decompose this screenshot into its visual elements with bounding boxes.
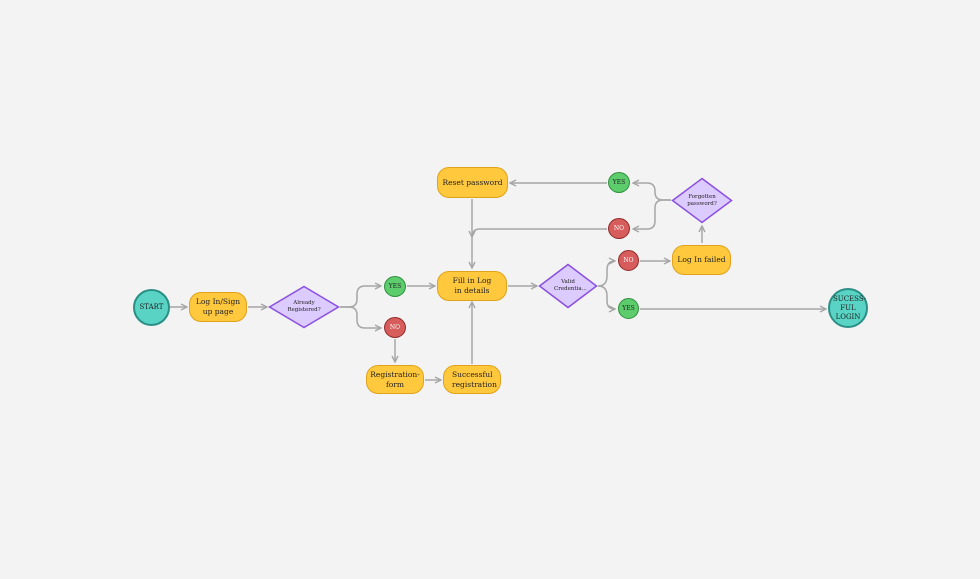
- successful-registration-label: Successful registration: [452, 369, 497, 389]
- successful-registration-node: Successful registration: [443, 365, 501, 394]
- forgotten-password-decision: Forgotten password?: [671, 177, 733, 224]
- no-forgotten-label: NO: [613, 225, 625, 232]
- no-forgotten-node: NO: [608, 218, 630, 239]
- no-valid-label: NO: [623, 257, 634, 264]
- yes-registered-node: YES: [384, 276, 406, 297]
- no-registered-label: NO: [389, 324, 401, 331]
- fill-login-details-label: Fill in Log in details: [452, 276, 492, 295]
- successful-login-label: SUCESS- FUL LOGIN: [833, 294, 867, 321]
- login-signup-page-label: Log In/Sign up page: [195, 297, 241, 316]
- connector-valid-to-no: [597, 261, 615, 287]
- already-registered-diamond: [268, 285, 340, 329]
- yes-forgotten-node: YES: [608, 172, 630, 193]
- connector-no-to-fill: [472, 228, 607, 237]
- reset-password-node: Reset password: [437, 167, 508, 198]
- reset-password-label: Reset password: [442, 177, 503, 187]
- yes-forgotten-label: YES: [612, 179, 626, 186]
- forgotten-password-diamond: [671, 177, 733, 224]
- start-label: START: [139, 303, 164, 311]
- connector-valid-to-yes: [597, 285, 615, 309]
- valid-credentials-label: Valid Credentia...: [554, 279, 587, 292]
- successful-login-node: SUCESS- FUL LOGIN: [828, 288, 868, 328]
- fill-login-details-node: Fill in Log in details: [437, 271, 507, 301]
- login-signup-page-node: Log In/Sign up page: [189, 292, 247, 322]
- already-registered-label: Already Registered?: [287, 300, 321, 313]
- connector-forgotten-to-yes: [633, 183, 671, 201]
- yes-valid-node: YES: [618, 298, 639, 319]
- connector-registered-to-no: [340, 306, 381, 328]
- valid-credentials-diamond: [538, 263, 598, 309]
- start-node: START: [133, 289, 170, 326]
- yes-valid-label: YES: [622, 305, 635, 312]
- forgotten-password-label: Forgotten password?: [687, 193, 717, 207]
- already-registered-decision: Already Registered?: [268, 285, 340, 329]
- no-registered-node: NO: [384, 317, 406, 338]
- connector-registered-to-yes: [340, 286, 381, 308]
- login-failed-label: Log In failed: [677, 255, 726, 264]
- registration-form-label: Registration- form: [370, 369, 420, 389]
- login-failed-node: Log In failed: [672, 245, 731, 275]
- valid-credentials-decision: Valid Credentia...: [538, 263, 598, 309]
- yes-registered-label: YES: [388, 283, 402, 290]
- no-valid-node: NO: [618, 250, 639, 271]
- registration-form-node: Registration- form: [366, 365, 424, 394]
- connector-forgotten-to-no: [633, 199, 671, 229]
